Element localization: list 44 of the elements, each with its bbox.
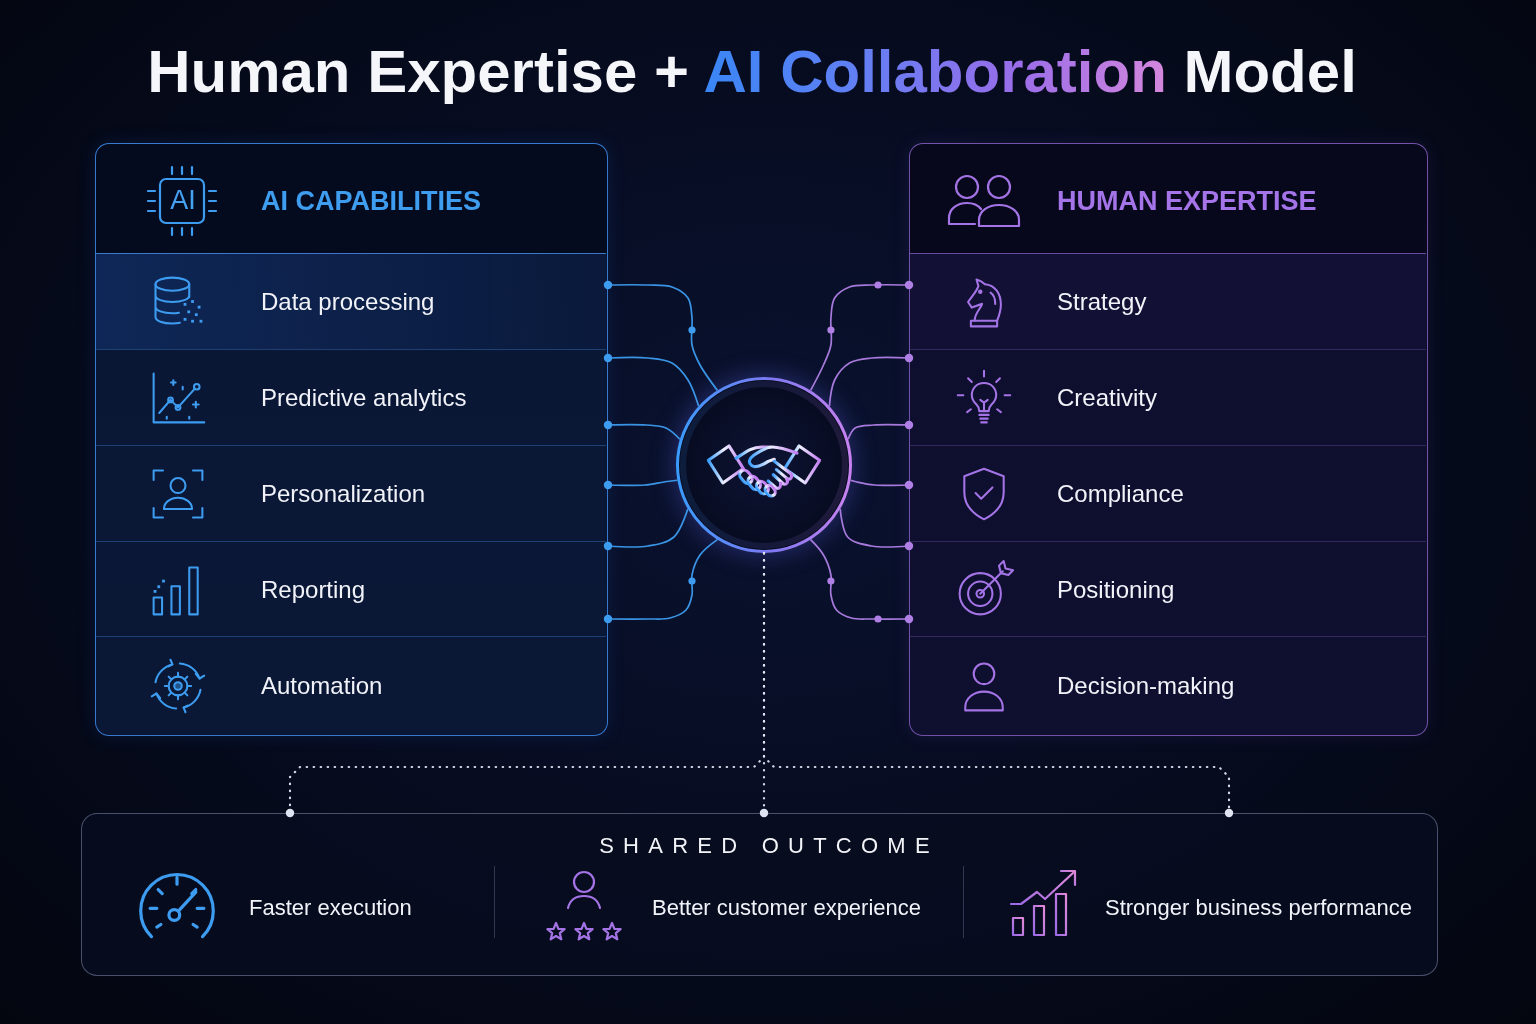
hub-circle [676, 377, 852, 553]
connector [603, 479, 679, 490]
outcome-label: Faster execution [249, 894, 412, 922]
outcome-panel [81, 813, 1438, 976]
row-label: Personalization [261, 479, 426, 509]
panel-heading: AI CAPABILITIES [261, 185, 481, 217]
connector [809, 280, 914, 392]
row-label: Compliance [1057, 479, 1184, 509]
row-label: Automation [261, 671, 383, 701]
connector [603, 420, 681, 441]
list-row [910, 636, 1426, 734]
list-row [96, 541, 606, 636]
list-row [96, 253, 606, 349]
outcome-label: Better customer experience [652, 894, 922, 922]
list-row [96, 636, 606, 734]
connector [847, 420, 914, 441]
connector [809, 538, 914, 624]
connector [603, 280, 719, 392]
row-label: Predictive analytics [261, 383, 467, 413]
connector [839, 508, 914, 551]
connector [849, 479, 914, 490]
card-panel [95, 143, 608, 736]
connector [603, 353, 700, 407]
list-row [96, 445, 606, 541]
row-label: Decision-making [1057, 671, 1235, 701]
chip-label: AI [170, 185, 196, 215]
connector [828, 353, 914, 407]
list-row [96, 349, 606, 445]
connector [603, 538, 719, 624]
list-row [910, 445, 1426, 541]
row-label: Data processing [261, 287, 435, 317]
panel-heading: HUMAN EXPERTISE [1057, 185, 1317, 217]
row-label: Reporting [261, 574, 366, 605]
list-row [910, 541, 1426, 636]
connector [603, 508, 689, 551]
outcome-label: Stronger business performance [1105, 894, 1412, 922]
dotted-connector [762, 551, 1234, 818]
section-heading: SHARED OUTCOME [599, 832, 939, 860]
row-label: Creativity [1057, 383, 1158, 413]
list-row [910, 253, 1426, 349]
row-label: Positioning [1057, 574, 1175, 605]
row-label: Strategy [1057, 287, 1147, 317]
list-row [910, 349, 1426, 445]
card-panel [909, 143, 1428, 736]
